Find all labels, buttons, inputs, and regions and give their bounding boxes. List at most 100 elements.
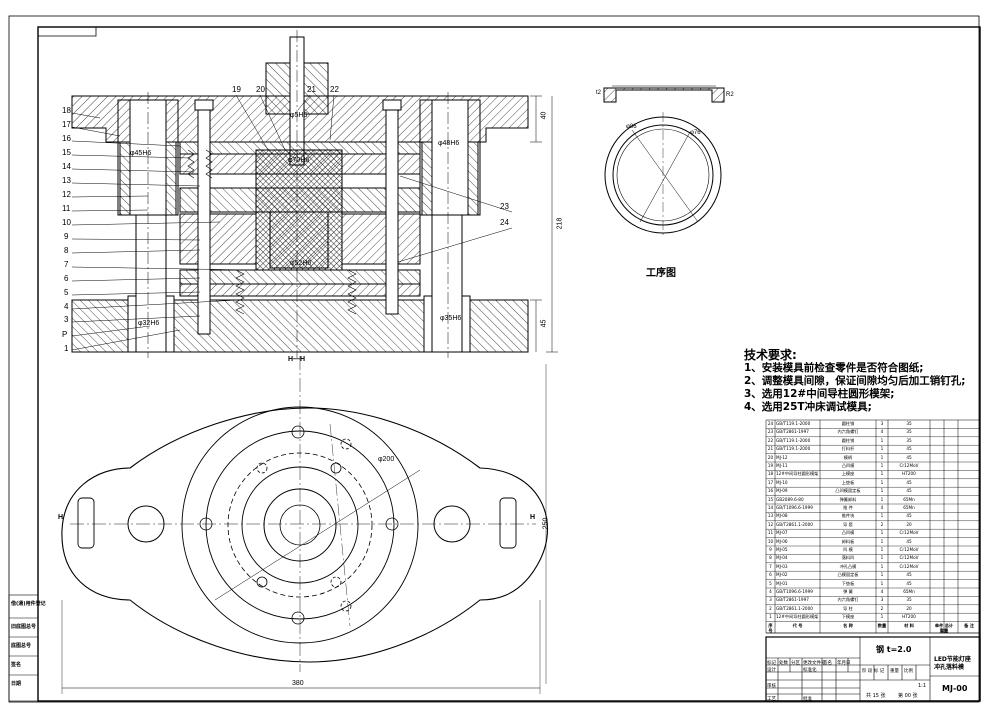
- proc-dim-d76: φ76: [690, 130, 701, 136]
- title-block-label: 重量: [890, 669, 899, 674]
- bom-header-cell: 单件 总计 重量: [934, 622, 954, 633]
- bom-cell: 12#中间导柱圆形模架: [776, 471, 819, 477]
- bom-cell: 1: [769, 614, 772, 620]
- bom-cell: 1: [880, 530, 884, 536]
- dim-left-upper: φ45H6: [130, 150, 152, 157]
- bom-cell: 45: [906, 479, 912, 485]
- title-block-label: 分区: [791, 661, 800, 666]
- bom-header-cell: 材 料: [904, 622, 914, 628]
- bom-cell: MJ-02: [776, 572, 788, 578]
- bom-cell: 打料杆: [841, 446, 855, 452]
- side-label: 借(通)用件登记: [11, 601, 46, 607]
- bom-cell: 1: [880, 572, 884, 578]
- bom-cell: 6: [769, 572, 772, 578]
- bom-cell: 弹簧卸料: [839, 496, 857, 502]
- section-view: [71, 30, 529, 358]
- proc-dim-t2: t2: [596, 90, 602, 96]
- bom-cell: 凸凹模固定板: [835, 488, 861, 494]
- bom-cell: 14: [767, 505, 774, 510]
- bom-cell: 上垫板: [841, 479, 855, 485]
- bom-cell: GB2089.6-80: [776, 496, 804, 502]
- bom-cell: 10: [767, 538, 774, 544]
- bom-cell: 圆柱销: [841, 421, 855, 426]
- bom-cell: 13: [767, 513, 774, 519]
- lower-backing-plate: [179, 283, 421, 297]
- title-block-label: 批准: [803, 697, 812, 702]
- bom-cell: 8: [769, 555, 772, 561]
- title-drawing-number: MJ-00: [942, 684, 968, 693]
- title-block-label: 设计: [767, 668, 776, 673]
- bom-cell: 35: [906, 437, 912, 443]
- bom-cell: 1: [880, 437, 884, 443]
- part-label: 16: [62, 134, 71, 143]
- title-sheet-number: 第 00 张: [898, 693, 918, 699]
- tech-item-1: 1、安装模具前检查零件是否符合图纸;: [744, 362, 924, 374]
- bom-cell: 1: [880, 496, 884, 502]
- part-label: 11: [62, 204, 71, 213]
- bom-cell: 12: [767, 521, 774, 527]
- bom-header-cell: 代 号: [792, 622, 803, 628]
- bom-cell: 1: [880, 580, 884, 586]
- part-label: 20: [256, 85, 265, 94]
- bom-cell: 65Mn: [903, 589, 915, 594]
- bom-cell: 推 件: [843, 505, 853, 510]
- bom-cell: 上模座: [841, 471, 855, 477]
- bom-cell: 凹 模: [843, 547, 853, 552]
- part-label: 7: [64, 260, 69, 269]
- part-label: 4: [64, 302, 69, 311]
- side-strip-grid: [8, 594, 39, 702]
- title-block-label: 工艺: [767, 697, 776, 702]
- side-label: 旧底图总号: [11, 624, 37, 630]
- dim-center-mid: φ70H6: [288, 157, 310, 164]
- bom-cell: 17: [767, 479, 774, 485]
- bom-cell: 冲孔凸模: [839, 563, 857, 569]
- lower-holder-outline: [61, 407, 549, 663]
- punch-fixing-plate: [179, 269, 421, 285]
- bom-cell: 2: [880, 605, 884, 611]
- bom-cell: 45: [906, 454, 912, 460]
- part-label: 1: [64, 344, 69, 353]
- tech-item-4: 4、选用25T冲床调试模具;: [744, 401, 872, 413]
- bom-cell: 1: [880, 479, 884, 485]
- bom-cell: MJ-11: [776, 463, 788, 468]
- bom-cell: 3: [769, 597, 772, 603]
- dim-center-low: φ52H6: [290, 260, 312, 267]
- dim-height-218: 218: [556, 217, 564, 230]
- bom-cell: 45: [906, 446, 912, 452]
- bom-cell: 4: [880, 429, 884, 435]
- bom-cell: MJ-06: [776, 538, 788, 544]
- bom-cell: Cr12MoV: [899, 530, 919, 536]
- title-block-label: 阶 段 标 记: [862, 669, 885, 674]
- bom-cell: 20: [906, 521, 912, 527]
- bom-cell: 45: [906, 580, 912, 586]
- title-block-label: 审核: [767, 684, 776, 689]
- bom-cell: 16: [767, 488, 774, 494]
- bom-cell: 弹 簧: [843, 589, 853, 594]
- bom-cell: 23: [767, 429, 774, 435]
- proc-dim-r2: R2: [726, 92, 734, 98]
- dim-right-lower: φ35H6: [440, 315, 462, 322]
- title-block-label: 签名: [823, 661, 832, 666]
- bom-cell: 1: [880, 538, 884, 544]
- dim-width-380: 380: [292, 680, 304, 687]
- bom-cell: 1: [880, 454, 884, 460]
- title-block-label: 标准化: [803, 668, 817, 673]
- title-material: 钢 t=2.0: [876, 645, 912, 654]
- bom-grid: [765, 419, 981, 634]
- part-label: 23: [500, 202, 509, 211]
- part-label: P: [62, 330, 68, 339]
- dim-center-top: φ5H6: [290, 112, 308, 119]
- bom-cell: 12#中间导柱圆形模架: [776, 614, 819, 620]
- bom-cell: MJ-10: [776, 479, 788, 485]
- bom-cell: 1: [880, 614, 884, 620]
- springs: [187, 149, 357, 315]
- bom-cell: Cr12MoV: [899, 463, 919, 468]
- bom-cell: 45: [906, 488, 912, 494]
- bom-cell: 1: [880, 463, 884, 468]
- bom-cell: MJ-09: [776, 488, 788, 494]
- bom-cell: 4: [769, 589, 772, 594]
- tech-item-2: 2、调整模具间隙，保证间隙均匀后加工销钉孔;: [744, 375, 966, 387]
- bom-cell: MJ-01: [776, 580, 788, 586]
